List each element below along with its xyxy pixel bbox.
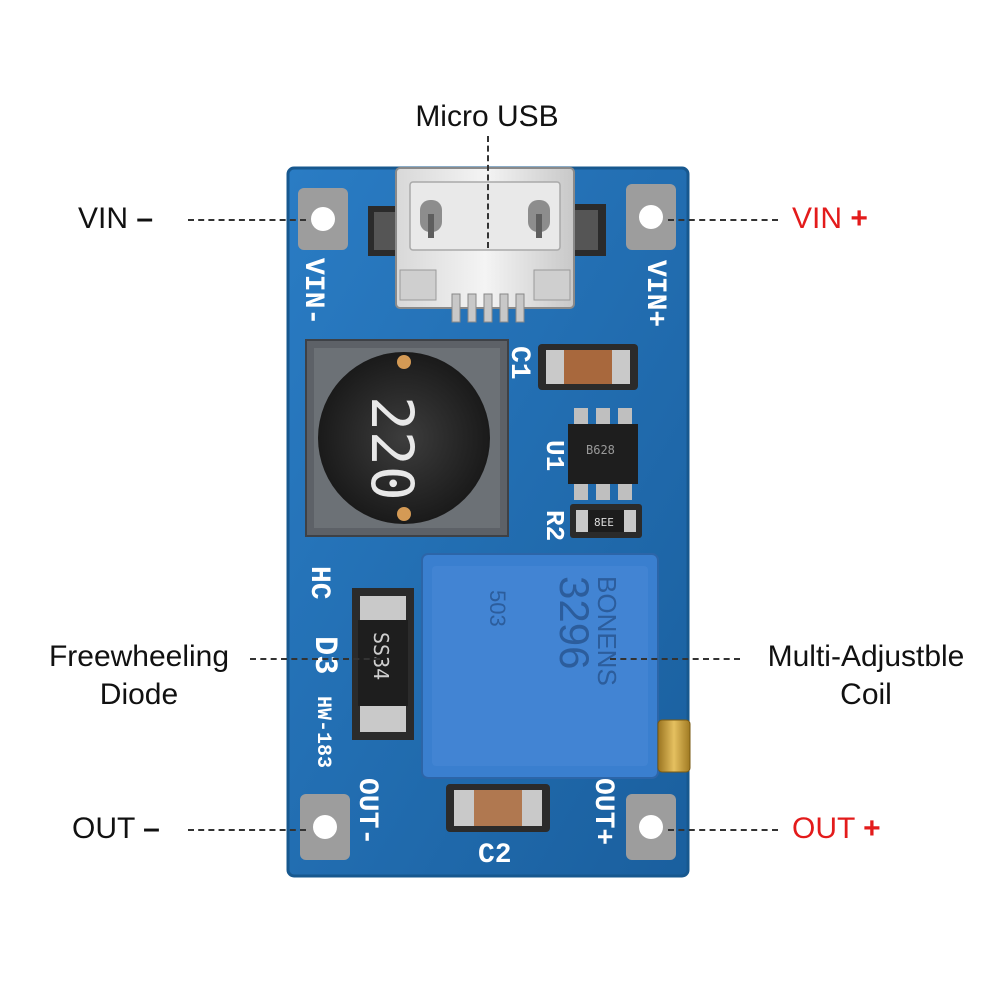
silk-c1: C1 [503,346,534,380]
leader-micro-usb [487,136,489,248]
ic-marking: B628 [586,443,615,457]
label-freewheeling-diode: Freewheeling Diode [34,638,244,714]
pad-vin-minus [298,188,348,250]
diode-ss34: SS34 [352,588,414,740]
leader-coil [610,658,740,660]
minus-icon: – [136,202,154,235]
label-diode-line1: Freewheeling [48,640,230,673]
pot-brand: BONENS [592,576,622,686]
leader-out-minus [188,829,306,831]
capacitor-c1 [538,344,638,390]
diode-marking: SS34 [369,632,393,680]
label-coil-line1: Multi-Adjustble [767,640,965,673]
resistor-marking: 8EE [594,516,614,529]
plus-icon: + [850,202,868,235]
leader-diode [250,658,380,660]
leader-vin-minus [188,219,306,221]
label-out-minus-text: OUT [72,812,135,845]
label-multi-adjustble-coil: Multi-Adjustble Coil [748,638,984,714]
silk-model: HW-183 [311,696,334,768]
pot-value: 503 [485,590,510,627]
resistor-r2: 8EE [570,504,642,538]
leader-vin-plus [668,219,778,221]
inductor-marking: 220 [358,396,426,501]
leader-out-plus [668,829,778,831]
silk-out-plus: OUT+ [587,778,618,845]
potentiometer-3296: BONENS 3296 503 [421,553,691,779]
label-vin-minus: VIN – [78,200,153,238]
pad-out-plus [626,794,676,860]
label-vin-plus-text: VIN [792,202,843,235]
label-out-plus: OUT + [792,810,881,848]
label-vin-minus-text: VIN [78,202,129,235]
silk-vin-minus: VIN- [297,258,328,325]
micro-usb-connector [395,167,575,323]
inductor-220: 220 [305,339,509,537]
label-vin-plus: VIN + [792,200,868,238]
ic-u1: B628 [568,408,638,500]
label-micro-usb: Micro USB [415,100,559,133]
capacitor-c2 [446,784,550,832]
pot-model: 3296 [551,576,598,669]
silk-r2: R2 [539,510,569,541]
silk-d3: D3 [306,636,343,674]
silk-vin-plus: VIN+ [639,260,670,327]
plus-icon: + [863,812,881,845]
label-out-plus-text: OUT [792,812,855,845]
pad-vin-plus [626,184,676,250]
label-out-minus: OUT – [72,810,160,848]
minus-icon: – [143,812,160,845]
label-coil-line2: Coil [840,678,892,711]
silk-out-minus: OUT- [351,778,382,845]
silk-c2: C2 [478,840,512,871]
pad-out-minus [300,794,350,860]
label-diode-line2: Diode [99,678,179,711]
silk-hc: HC [303,566,334,600]
silk-u1: U1 [539,440,569,471]
